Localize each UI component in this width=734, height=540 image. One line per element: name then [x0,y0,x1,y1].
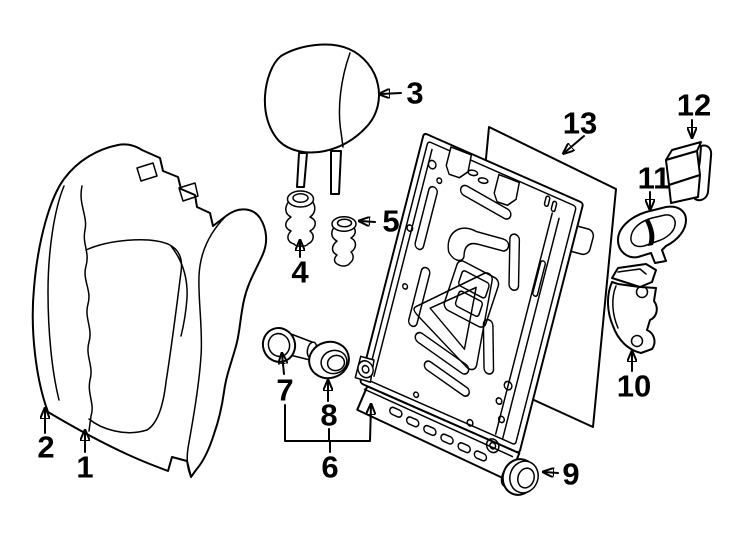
callout-11-bezel[interactable]: 11 [637,160,671,196]
pivot-bushing-inner-art [308,340,350,380]
callout-6-bracket [284,405,371,442]
callout-7-arrow [282,354,284,375]
release-button-art [665,141,713,204]
callout-9-arrow [544,472,559,473]
grommet-art [500,458,539,496]
callout-3-headrest[interactable]: 3 [406,75,424,111]
seat-frame-art [354,132,584,482]
callout-10-latch[interactable]: 10 [616,368,652,404]
callout-2-seat-back-cover[interactable]: 2 [37,429,55,465]
callout-5-headrest-guide[interactable]: 5 [382,203,400,239]
latch-art [607,263,658,354]
headrest-guide-left-art [285,190,316,247]
callout-arrows [45,93,692,473]
headrest-guide-right-art [331,216,357,267]
callout-1-seat-back-cushion[interactable]: 1 [76,449,94,485]
callout-13-back-panel[interactable]: 13 [562,105,598,141]
callout-7-pivot-bushing[interactable]: 7 [276,372,294,408]
callout-13-arrow [564,135,585,153]
callout-12-release-button[interactable]: 12 [676,87,712,123]
callout-8-pivot-bushing[interactable]: 8 [320,397,338,433]
headrest-art [263,43,380,195]
bezel-art [617,205,687,264]
seat-cover-art [31,143,268,478]
callout-4-headrest-guide[interactable]: 4 [291,254,309,290]
callout-3-arrow [380,93,402,94]
callout-9-grommet[interactable]: 9 [562,456,580,492]
callout-6-bushing-set[interactable]: 6 [321,449,339,485]
callout-5-arrow [360,221,376,222]
